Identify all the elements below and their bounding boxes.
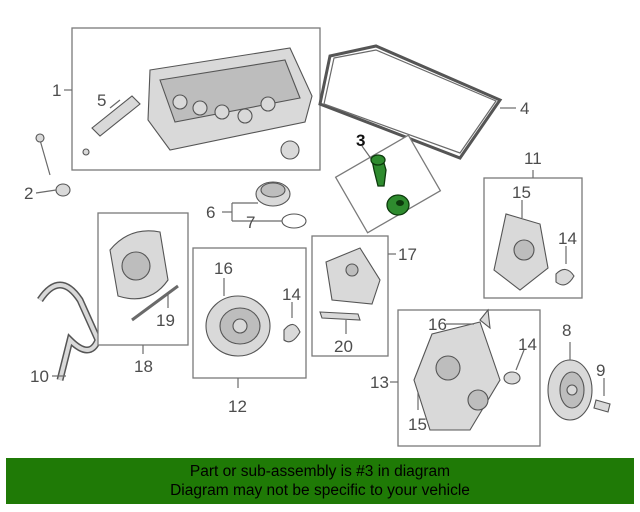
banner-line-2: Diagram may not be specific to your vehi…	[170, 482, 470, 499]
callout-14a: 14	[282, 285, 301, 304]
callout-22: 19	[156, 311, 175, 330]
callout-4: 4	[520, 99, 529, 118]
callout-11: 11	[524, 149, 542, 168]
callout-1: 1	[52, 81, 61, 100]
callout-18: 16	[428, 315, 447, 334]
callout-10: 10	[30, 367, 49, 386]
callout-21: 20	[334, 337, 353, 356]
parts-8-9-group: 8 9	[547, 321, 611, 421]
part-19-group: 17 20	[311, 235, 417, 357]
callout-15: 15	[512, 183, 531, 202]
banner-line-1: Part or sub-assembly is #3 in diagram	[189, 463, 451, 480]
part-11-group: 11 15 14	[483, 149, 583, 299]
valve-cover-drawing	[147, 47, 313, 160]
belt-group: 10	[30, 281, 102, 386]
highlighted-part-3: 3	[334, 131, 442, 234]
callout-12: 12	[228, 397, 247, 416]
callout-14c: 14	[518, 335, 537, 354]
oil-cap-seal	[281, 213, 307, 229]
callout-5: 5	[97, 91, 106, 110]
callout-13: 13	[370, 373, 389, 392]
info-banner: Part or sub-assembly is #3 in diagram Di…	[6, 458, 634, 504]
callout-14b: 14	[558, 229, 577, 248]
part-2-group: 2	[24, 133, 71, 203]
callout-9: 9	[596, 361, 605, 380]
callout-2: 2	[24, 184, 33, 203]
gasket-group: 4	[318, 44, 529, 160]
bolt-small	[82, 148, 90, 156]
callout-20: 18	[134, 357, 153, 376]
callout-8: 8	[562, 321, 571, 340]
part-20-group: 19 18	[97, 212, 189, 376]
part-12-group: 16 14 12	[192, 247, 307, 416]
callout-7: 7	[246, 213, 255, 232]
callout-17: 15	[408, 415, 427, 434]
callout-6: 6	[206, 203, 215, 222]
parts-diagram: 1 5 2 4 3	[24, 27, 611, 447]
valve-cover-group: 1 5	[52, 27, 321, 171]
pulley-bolt	[593, 399, 611, 413]
part-3-box	[334, 134, 442, 234]
callout-3: 3	[356, 131, 365, 150]
part-13-group: 16 15 14 13	[370, 308, 541, 447]
callout-16: 16	[214, 259, 233, 278]
parts-6-7-group: 6 7	[206, 181, 307, 232]
callout-19: 17	[398, 245, 417, 264]
baffle-plate	[91, 95, 141, 137]
